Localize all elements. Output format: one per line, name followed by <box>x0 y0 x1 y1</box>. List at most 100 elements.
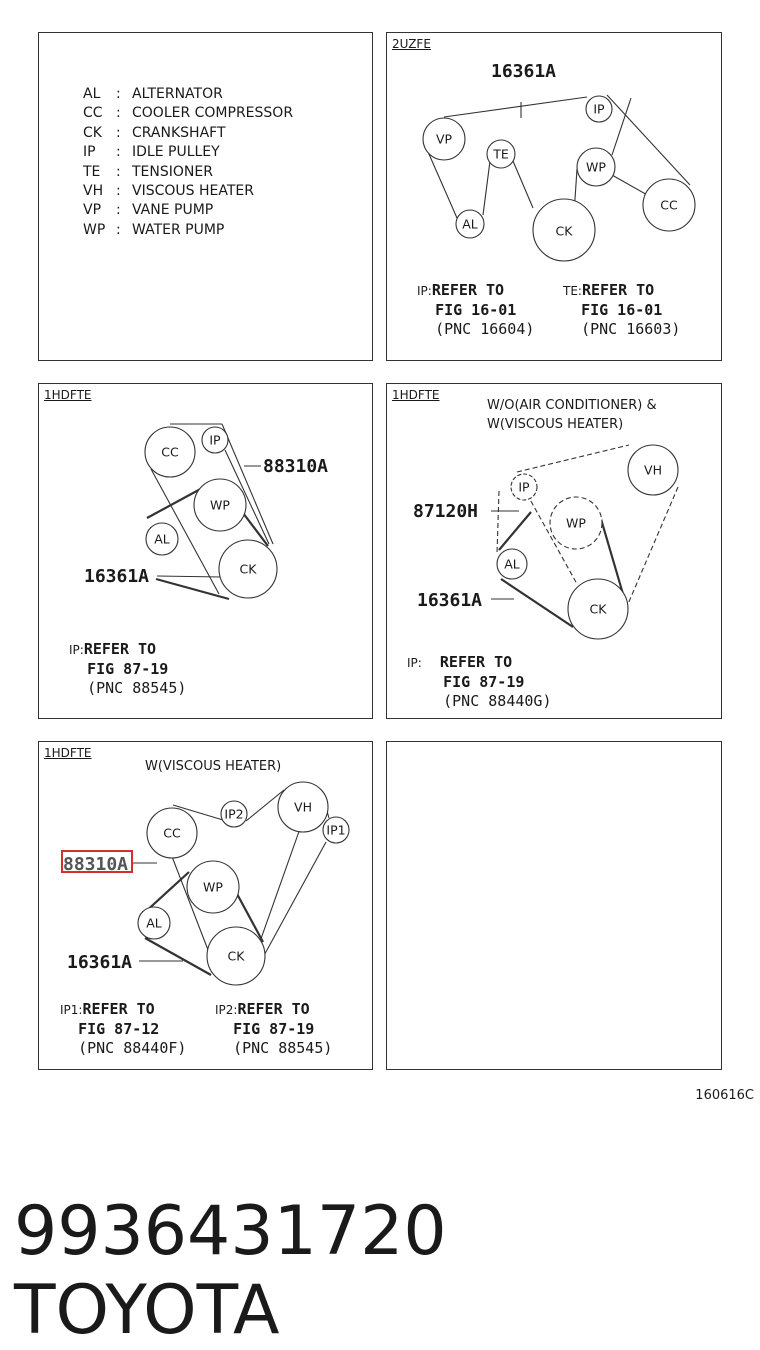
pulley-label: CC <box>163 826 181 841</box>
pulley-label: CK <box>556 224 574 239</box>
caption: W(VISCOUS HEATER) <box>145 759 282 774</box>
legend-abbr: VH <box>83 183 104 200</box>
legend-abbr: CK <box>83 124 102 141</box>
legend-row: IP:IDLE PULLEY <box>83 143 293 162</box>
pulley-label: AL <box>146 916 162 931</box>
legend-abbr: WP <box>83 221 106 238</box>
brand: TOYOTA <box>14 1271 280 1350</box>
legend-row: WP:WATER PUMP <box>83 221 293 240</box>
panel-1hdfte-a: 1HDFTE CC IP WP AL CK 88310A 16361A IP:R… <box>38 383 373 719</box>
pulley-ck <box>206 926 266 986</box>
part-number-label: 88310A <box>263 456 328 477</box>
pulley-label: AL <box>504 557 520 572</box>
part-number-label-highlighted[interactable]: 88310A <box>63 854 128 875</box>
pulley-cc <box>642 178 696 232</box>
legend-row: VH:VISCOUS HEATER <box>83 182 293 201</box>
engine-tag: 1HDFTE <box>44 746 92 760</box>
note-ip: IP:REFER TO FIG 16-01 (PNC 16604) <box>417 281 535 338</box>
belt-path <box>146 423 274 601</box>
note-ip2: IP2:REFER TO FIG 87-19 (PNC 88545) <box>215 1000 333 1057</box>
part-number: 9936431720 <box>14 1192 447 1271</box>
pulley-label: WP <box>203 880 223 895</box>
pulley-label: CC <box>161 445 179 460</box>
panel-1hdfte-b: 1HDFTE W/O(AIR CONDITIONER) & W(VISCOUS … <box>386 383 722 719</box>
belt-path <box>424 94 691 219</box>
pulley-cc <box>144 426 196 478</box>
engine-tag: 1HDFTE <box>44 388 92 402</box>
belt-diagram-1hdfte-a: CC IP WP AL CK 88310A 16361A <box>84 423 328 601</box>
legend-abbr: IP <box>83 144 96 161</box>
figure-code: 160616C <box>695 1088 754 1103</box>
legend-name: ALTERNATOR <box>132 86 223 102</box>
pulley-al <box>455 209 485 239</box>
legend-row: CK:CRANKSHAFT <box>83 124 293 143</box>
note-ip: IP: REFER TO FIG 87-19 (PNC 88440G) <box>407 653 552 710</box>
pulley-label: CK <box>228 949 246 964</box>
pulley-wp <box>186 860 240 914</box>
pulley-ip <box>510 473 538 501</box>
legend-row: TE:TENSIONER <box>83 163 293 182</box>
part-number-label: 16361A <box>67 952 132 973</box>
pulley-vh <box>627 444 679 496</box>
legend-abbr: TE <box>83 163 101 180</box>
pulley-ck <box>567 578 629 640</box>
pulley-label: CC <box>660 198 678 213</box>
pulley-label: VH <box>644 463 662 478</box>
pulley-wp <box>549 496 603 550</box>
pulley-label: CK <box>240 562 258 577</box>
belt-path <box>496 444 679 605</box>
pulley-al <box>137 906 171 940</box>
pulley-al <box>145 522 179 556</box>
legend-row: VP:VANE PUMP <box>83 201 293 220</box>
engine-tag: 1HDFTE <box>392 388 440 402</box>
note-ip: IP:REFER TO FIG 87-19 (PNC 88545) <box>69 640 187 697</box>
note-te: TE:REFER TO FIG 16-01 (PNC 16603) <box>563 281 681 338</box>
part-number-label: 87120H <box>413 501 478 522</box>
belt-diagram-1hdfte-b: IP VH WP AL CK 87120H 16361A <box>413 444 679 640</box>
pulley-label: VP <box>436 132 453 147</box>
highlight-box <box>61 850 133 873</box>
pulley-label: IP2 <box>224 807 243 822</box>
legend-panel: AL:ALTERNATOR CC:COOLER COMPRESSOR CK:CR… <box>38 32 373 361</box>
pulley-ip <box>201 426 229 454</box>
pulley-cc <box>146 807 198 859</box>
drive-belt <box>498 511 625 628</box>
pulley-label: IP <box>209 433 221 448</box>
legend-abbr: VP <box>83 202 102 219</box>
pulley-label: IP <box>593 102 605 117</box>
part-number-label: 16361A <box>491 61 556 82</box>
legend-row: AL:ALTERNATOR <box>83 85 293 104</box>
pulley-label: WP <box>586 160 606 175</box>
pulley-wp <box>193 478 247 532</box>
pulley-te <box>486 139 516 169</box>
legend-abbr: CC <box>83 105 103 122</box>
pulley-label: CK <box>590 602 608 617</box>
note-ip1: IP1:REFER TO FIG 87-12 (PNC 88440F) <box>60 1000 187 1057</box>
panel-2uzfe: 2UZFE VP AL TE CK WP IP CC 16361A IP:REF… <box>386 32 722 361</box>
legend-name: VANE PUMP <box>132 202 214 219</box>
pulley-ck <box>218 539 278 599</box>
pulley-vp <box>422 117 466 161</box>
pulley-label: VH <box>294 800 312 815</box>
pulley-label: AL <box>462 217 478 232</box>
legend-name: IDLE PULLEY <box>132 144 220 161</box>
pulley-label: WP <box>210 498 230 513</box>
legend-name: WATER PUMP <box>132 221 225 238</box>
pulley-ip1 <box>322 816 350 844</box>
engine-tag: 2UZFE <box>392 37 431 51</box>
part-number-label: 16361A <box>417 590 482 611</box>
empty-panel <box>386 741 722 1070</box>
legend-name: CRANKSHAFT <box>132 124 226 141</box>
pulley-label: IP1 <box>326 823 345 838</box>
pulley-label: AL <box>154 532 170 547</box>
legend-name: TENSIONER <box>132 163 213 180</box>
pulley-label: TE <box>492 147 509 162</box>
belt-diagram-1hdfte-c: CC IP2 VH IP1 WP AL CK 88310A 16361A <box>61 781 350 986</box>
panel-1hdfte-c: 1HDFTE W(VISCOUS HEATER) CC IP2 V <box>38 741 373 1070</box>
pulley-al <box>496 548 528 580</box>
legend-name: COOLER COMPRESSOR <box>132 105 294 122</box>
legend-row: CC:COOLER COMPRESSOR <box>83 104 293 123</box>
pulley-wp <box>576 147 616 187</box>
part-number-label: 16361A <box>84 566 149 587</box>
pulley-vh <box>277 781 329 833</box>
